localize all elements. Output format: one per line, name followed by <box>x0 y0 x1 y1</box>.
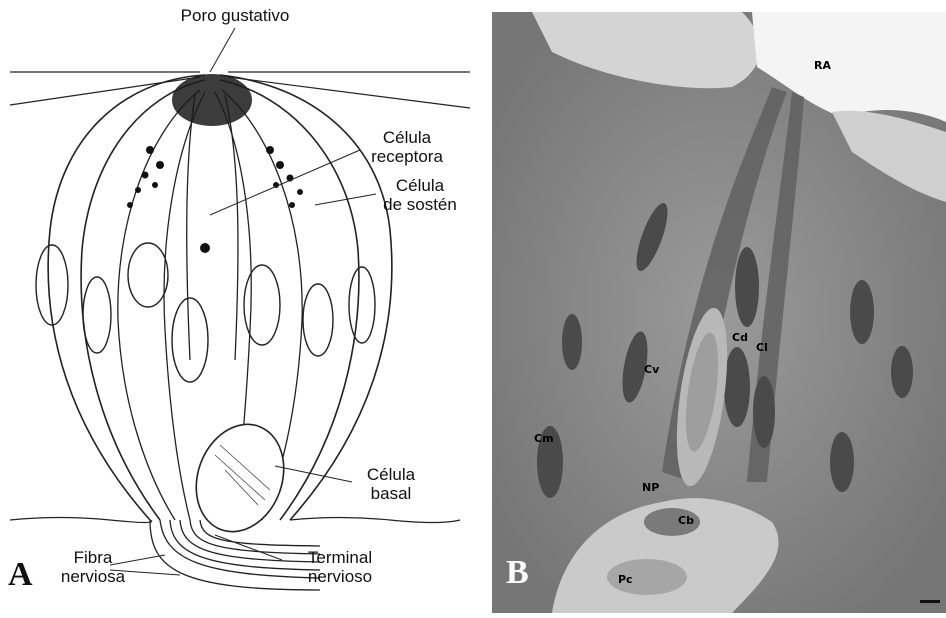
label-basal-cell-line2: basal <box>346 484 436 503</box>
label-nerve-terminal-line2: nervioso <box>290 567 390 586</box>
label-basal-cell: Célula basal <box>346 465 436 503</box>
label-basal-cell-line1: Célula <box>346 465 436 484</box>
label-ra: RA <box>814 59 831 72</box>
label-nerve-terminal-line1: Terminal <box>290 548 390 567</box>
label-support-cell: Célula de sostén <box>370 176 470 214</box>
label-support-cell-line1: Célula <box>370 176 470 195</box>
label-receptor-cell-line2: receptora <box>352 147 462 166</box>
micrograph-image <box>492 12 946 613</box>
label-nerve-fiber-line2: nerviosa <box>48 567 138 586</box>
label-cl: Cl <box>756 341 768 354</box>
label-nerve-fiber-line1: Fibra <box>48 548 138 567</box>
label-pc: Pc <box>618 573 633 586</box>
label-receptor-cell-line1: Célula <box>352 128 462 147</box>
taste-bud-schematic <box>0 0 480 613</box>
panel-b-micrograph: RA Cd Cl Cv Cm NP Cb Pc B <box>492 12 946 613</box>
label-taste-pore: Poro gustativo <box>160 6 310 25</box>
panel-a-letter: A <box>8 556 33 594</box>
label-cd: Cd <box>732 331 748 344</box>
label-cb: Cb <box>678 514 694 527</box>
label-np: NP <box>642 481 659 494</box>
label-nerve-fiber: Fibra nerviosa <box>48 548 138 586</box>
panel-b-letter: B <box>506 554 529 592</box>
panel-a-taste-bud-diagram: Poro gustativo Célula receptora Célula d… <box>0 0 480 613</box>
label-cv: Cv <box>644 363 659 376</box>
label-support-cell-line2: de sostén <box>370 195 470 214</box>
label-receptor-cell: Célula receptora <box>352 128 462 166</box>
label-nerve-terminal: Terminal nervioso <box>290 548 390 586</box>
label-cm: Cm <box>534 432 554 445</box>
